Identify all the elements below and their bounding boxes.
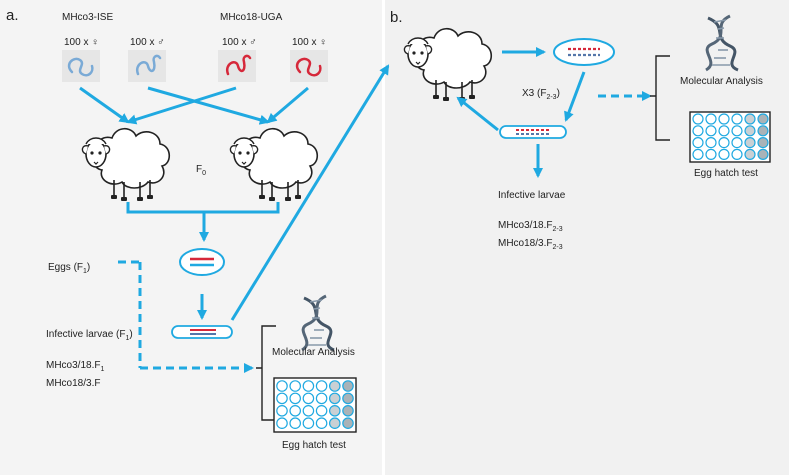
- plate-well: [705, 148, 717, 160]
- plate-well: [757, 113, 769, 125]
- panel-b-letter: b.: [390, 9, 403, 26]
- worm-female-blue-tile: [62, 50, 100, 82]
- plate-well: [328, 417, 341, 429]
- cross2-label: MHco18/3.F: [46, 378, 100, 389]
- arrow-to-panel-b: [230, 64, 390, 321]
- plate-well: [276, 392, 288, 405]
- cross-arrows: [79, 86, 309, 125]
- plate-well: [692, 148, 704, 160]
- plate-well: [705, 125, 717, 137]
- plate-well: [757, 137, 769, 149]
- repeat-label: X3 (F2-3): [522, 88, 560, 101]
- plate-well: [705, 113, 717, 125]
- plate-well: [692, 137, 704, 149]
- plate-well: [302, 404, 315, 417]
- arrow-tube-to-sheep: [456, 96, 499, 132]
- egg-dish: [179, 248, 225, 276]
- plate-well: [731, 148, 743, 160]
- worm-female-red-tile: [290, 50, 328, 82]
- strain-right-label: MHco18-UGA: [220, 12, 283, 23]
- egg-hatch-label: Egg hatch test: [282, 440, 346, 451]
- larvae-tube-panel-b: [499, 125, 567, 139]
- egg-hatch-plate: [273, 377, 357, 433]
- molecular-label: Molecular Analysis: [272, 347, 355, 358]
- panel-a-letter: a.: [6, 7, 19, 24]
- plate-well: [757, 125, 769, 137]
- count-label-1: 100 x ♀: [64, 37, 99, 48]
- count-label-2: 100 x ♂: [130, 37, 165, 48]
- cross2-label-b: MHco18/3.F2-3: [498, 238, 563, 251]
- plate-well: [315, 392, 328, 405]
- plate-well: [276, 380, 288, 392]
- plate-well: [744, 125, 756, 137]
- egg-hatch-label-b: Egg hatch test: [694, 168, 758, 179]
- molecular-label-b: Molecular Analysis: [680, 76, 763, 87]
- plate-well: [744, 148, 756, 160]
- plate-well: [289, 392, 301, 405]
- plate-well: [276, 404, 288, 417]
- dashed-route-a: [118, 260, 255, 374]
- larvae-label: Infective larvae (F1): [46, 329, 133, 342]
- plate-well: [342, 380, 354, 392]
- plate-well: [315, 404, 328, 417]
- plate-well: [315, 417, 328, 429]
- analysis-bracket: [256, 325, 276, 421]
- egg-hatch-plate-b: [689, 111, 771, 163]
- plate-well: [718, 113, 730, 125]
- plate-well: [718, 148, 730, 160]
- plate-well: [692, 113, 704, 125]
- merge-bracket: [126, 202, 280, 243]
- plate-well: [705, 137, 717, 149]
- plate-well: [718, 137, 730, 149]
- worm-male-blue-tile: [128, 50, 166, 82]
- eggs-label: Eggs (F1): [48, 262, 90, 275]
- plate-well: [744, 113, 756, 125]
- plate-well: [692, 125, 704, 137]
- strain-left-label: MHco3-ISE: [62, 12, 113, 23]
- plate-well: [302, 380, 315, 392]
- plate-well: [731, 125, 743, 137]
- plate-well: [328, 380, 341, 392]
- plate-well: [289, 380, 301, 392]
- larvae-tube: [171, 325, 233, 339]
- count-label-3: 100 x ♂: [222, 37, 257, 48]
- cross1-label-b: MHco3/18.F2-3: [498, 220, 563, 233]
- plate-well: [342, 392, 354, 405]
- arrow-dish-to-tube: [564, 71, 586, 122]
- plate-well: [731, 137, 743, 149]
- plate-well: [302, 417, 315, 429]
- larvae-label-b: Infective larvae: [498, 190, 566, 201]
- plate-well: [276, 417, 288, 429]
- plate-well: [757, 148, 769, 160]
- plate-well: [744, 137, 756, 149]
- plate-well: [718, 125, 730, 137]
- generation-label: F0: [196, 164, 206, 177]
- plate-well: [289, 404, 301, 417]
- dish-panel-b: [553, 38, 615, 66]
- plate-well: [328, 392, 341, 405]
- analysis-bracket-b: [650, 55, 670, 141]
- plate-well: [315, 380, 328, 392]
- plate-well: [342, 417, 354, 429]
- count-label-4: 100 x ♀: [292, 37, 327, 48]
- plate-well: [731, 113, 743, 125]
- plate-well: [302, 392, 315, 405]
- cross1-label: MHco3/18.F1: [46, 360, 104, 373]
- plate-well: [342, 404, 354, 417]
- worm-male-red-tile: [218, 50, 256, 82]
- plate-well: [289, 417, 301, 429]
- plate-well: [328, 404, 341, 417]
